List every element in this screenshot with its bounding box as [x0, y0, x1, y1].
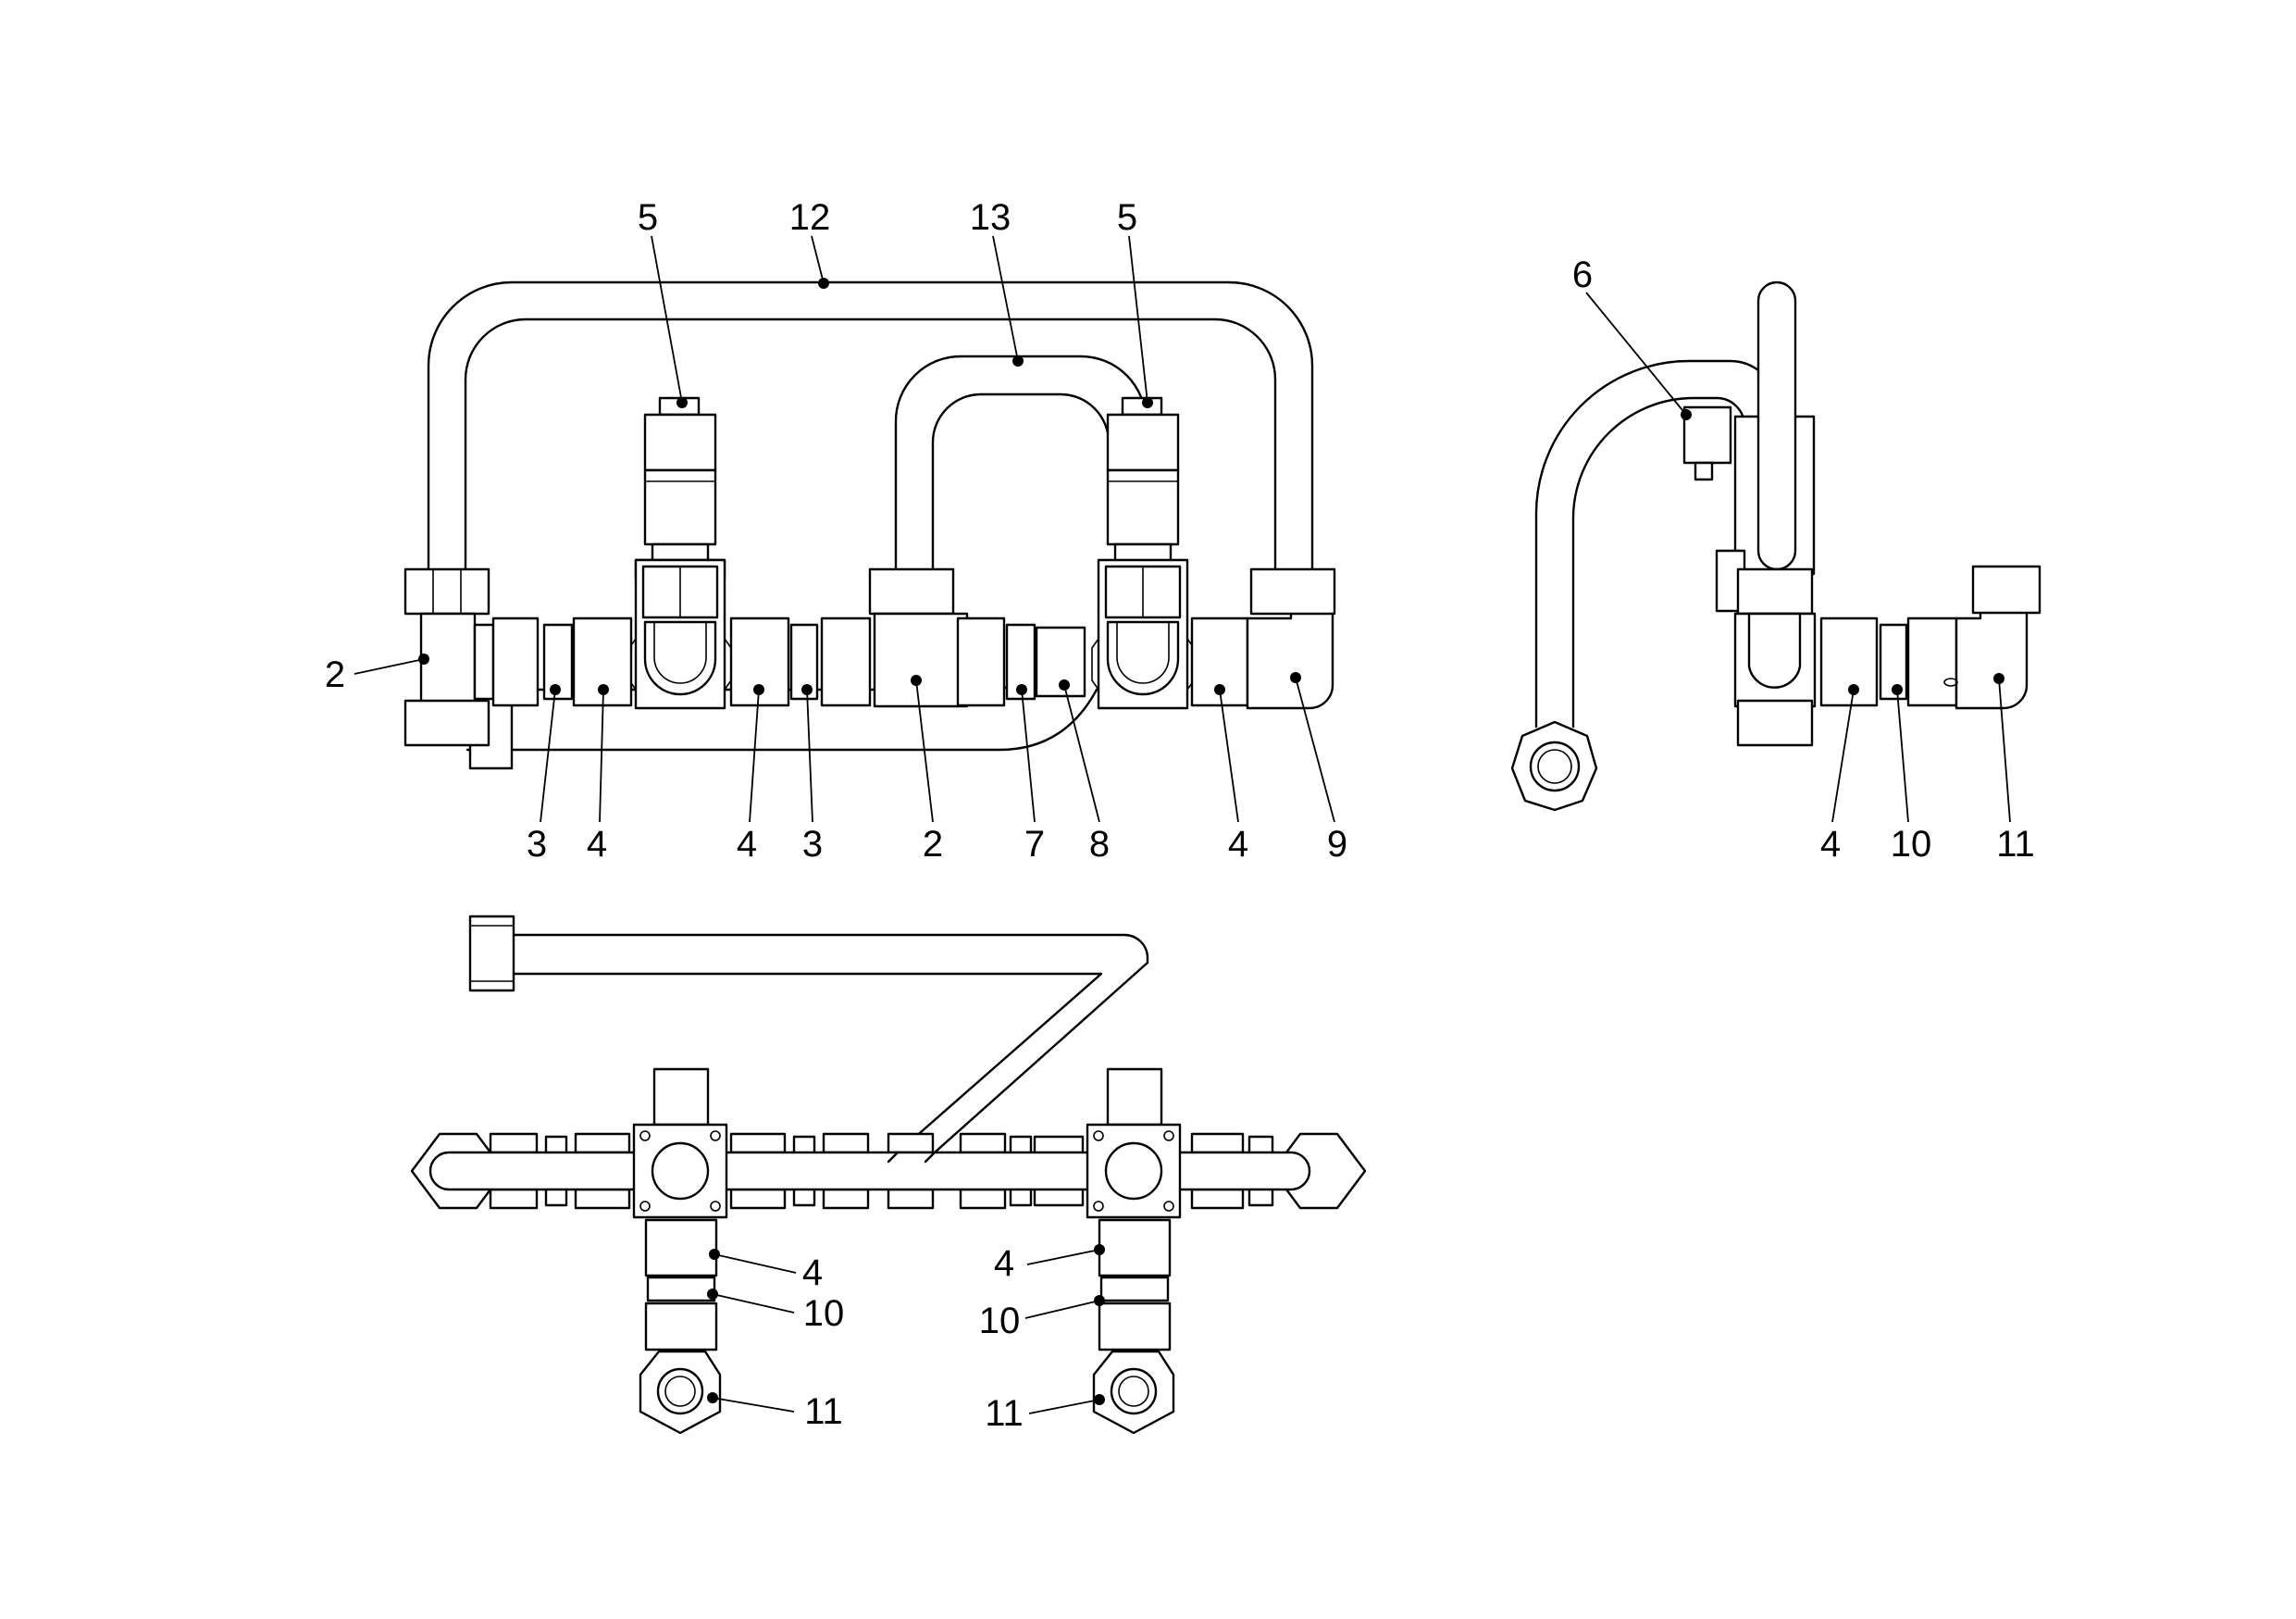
top-valve-left	[632, 1067, 728, 1435]
callout-4-c: 4	[1228, 824, 1248, 865]
callout-10-top-left: 10	[803, 1293, 845, 1334]
callout-4-b: 4	[737, 824, 757, 865]
callout-5-left: 5	[638, 197, 658, 238]
callout-11-side: 11	[1996, 824, 2035, 865]
callout-2-right: 2	[923, 824, 943, 865]
valve-left	[628, 396, 732, 710]
callout-2-left: 2	[325, 654, 345, 695]
front-callouts: 5 12 13 5 2 3 4 4 3 2 7 8 4	[325, 197, 1347, 865]
callout-4-top-left: 4	[802, 1252, 823, 1293]
top-callouts: 4 10 11 4 10 11	[707, 1243, 1105, 1434]
tube-13-inner	[931, 392, 1111, 571]
callout-10-side: 10	[1891, 824, 1932, 865]
callout-4-top-right: 4	[994, 1243, 1014, 1284]
callout-8: 8	[1089, 824, 1110, 865]
callout-10-top-right: 10	[979, 1301, 1021, 1341]
front-view: 5 12 13 5 2 3 4 4 3 2 7 8 4	[325, 197, 1347, 865]
callout-9: 9	[1327, 824, 1347, 865]
top-view: 4 10 11 4 10 11	[410, 915, 1367, 1435]
valve-right	[1091, 396, 1195, 710]
side-riser	[1756, 280, 1797, 571]
callout-5-right: 5	[1117, 197, 1137, 238]
callout-4-a: 4	[587, 824, 607, 865]
callout-11-top-right: 11	[985, 1393, 1024, 1434]
tube-12-outer	[427, 280, 1314, 571]
callout-3-right: 3	[802, 824, 823, 865]
side-callouts: 6 4 10 11	[1572, 255, 2035, 865]
callout-13: 13	[970, 197, 1011, 238]
callout-6: 6	[1572, 255, 1593, 295]
tee-left	[403, 567, 490, 747]
callout-12: 12	[789, 197, 831, 238]
callout-7: 7	[1024, 824, 1045, 865]
top-tube-end-nut	[468, 915, 515, 992]
callout-11-top-left: 11	[804, 1391, 843, 1432]
callout-3-left: 3	[527, 824, 547, 865]
tube-12-inner	[464, 318, 1277, 571]
side-view: 6 4 10 11	[1510, 255, 2042, 865]
top-valve-right	[1086, 1067, 1182, 1435]
callout-4-side: 4	[1820, 824, 1841, 865]
